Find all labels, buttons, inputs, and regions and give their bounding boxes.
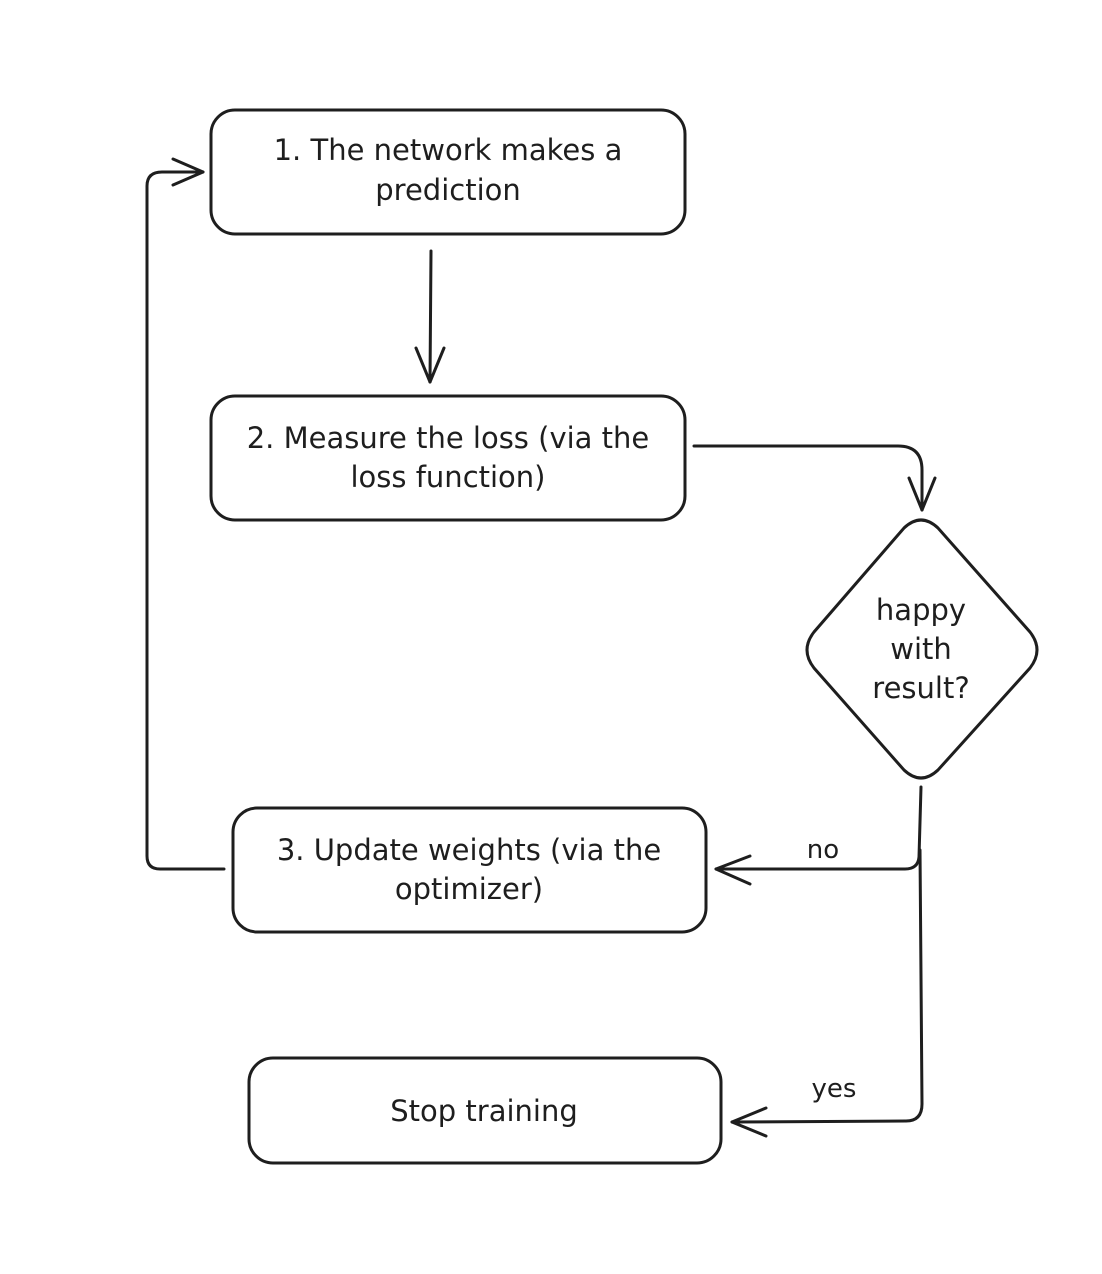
edge-label-no: no [807, 835, 839, 865]
node-update-label-line2: optimizer) [395, 872, 543, 906]
node-predict: 1. The network makes a prediction [209, 108, 687, 236]
node-decision-label-line1: happy [876, 593, 966, 627]
node-update-label-line1: 3. Update weights (via the [277, 833, 661, 867]
node-decision-label-line2: with [890, 632, 952, 666]
edge-label-yes: yes [812, 1074, 857, 1104]
node-decision-label-line3: result? [872, 671, 969, 705]
arrow-update-to-predict [145, 157, 226, 871]
node-loss: 2. Measure the loss (via the loss functi… [209, 394, 687, 522]
node-predict-label-line1: 1. The network makes a [274, 133, 623, 167]
arrow-decision-to-stop [730, 848, 924, 1138]
arrow-predict-to-loss [414, 249, 446, 384]
node-predict-label-line2: prediction [375, 173, 521, 207]
node-stop: Stop training [247, 1056, 723, 1165]
node-decision: happy with result? [805, 518, 1039, 780]
node-stop-label: Stop training [390, 1094, 578, 1128]
node-update: 3. Update weights (via the optimizer) [231, 806, 708, 934]
node-loss-label-line1: 2. Measure the loss (via the [247, 421, 650, 455]
arrow-loss-to-decision [692, 444, 937, 512]
node-loss-label-line2: loss function) [350, 460, 545, 494]
